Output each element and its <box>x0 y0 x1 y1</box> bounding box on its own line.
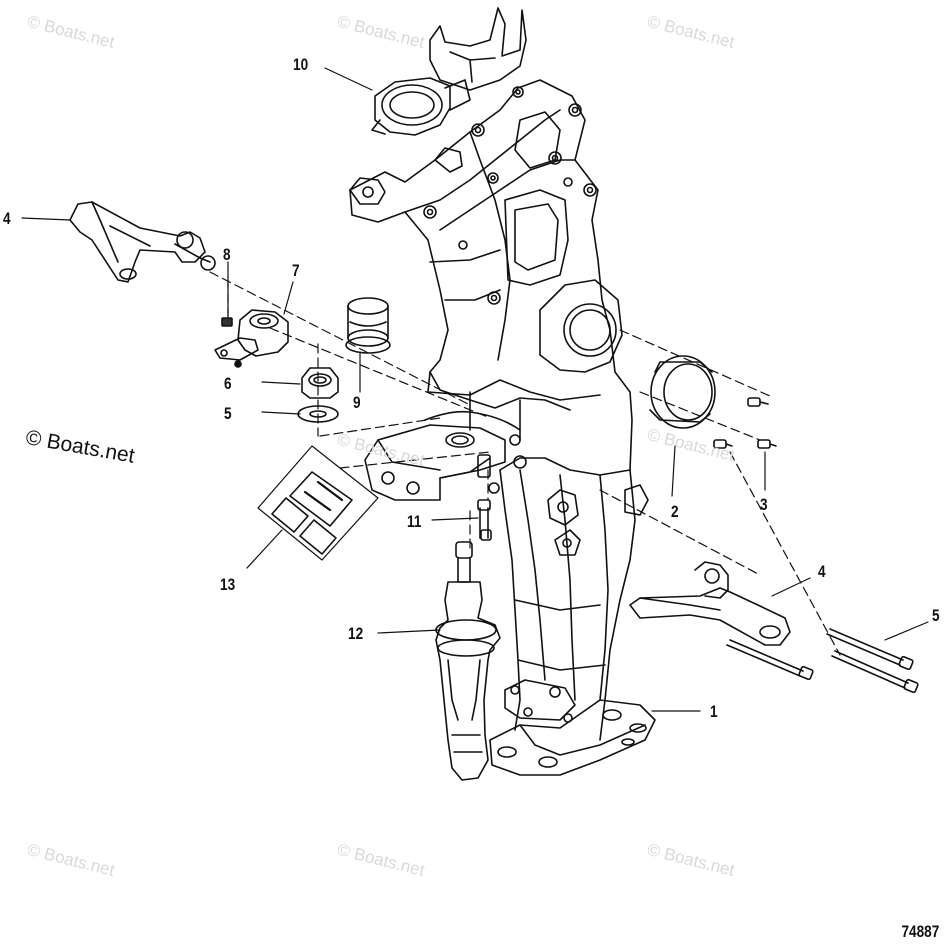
part-12-bolt <box>477 499 492 541</box>
part-4-right-steering-arm <box>629 561 791 646</box>
leader-lines <box>21 67 929 712</box>
main-bracket-housing <box>349 7 656 776</box>
callout-6: 5 <box>224 404 232 423</box>
callout-4-left: 4 <box>3 209 11 228</box>
figure-number: 74887 <box>901 922 939 941</box>
callout-10: 9 <box>353 393 361 412</box>
callout-2: 2 <box>671 502 679 521</box>
callout-3: 3 <box>760 495 768 514</box>
part-9-set-screw <box>221 317 233 327</box>
callout-8: 7 <box>292 261 300 280</box>
callout-1: 1 <box>710 702 718 721</box>
part-7-nut <box>301 367 339 399</box>
part-8-pivot <box>214 309 289 368</box>
part-3-screws <box>713 397 777 449</box>
callout-13: 12 <box>348 624 364 643</box>
callout-12: 11 <box>407 512 422 531</box>
part-11-cable-retainer <box>371 77 471 136</box>
part-5-bolts <box>726 628 919 694</box>
callout-5: 5 <box>932 606 940 625</box>
callout-11: 10 <box>293 55 309 74</box>
callout-7: 6 <box>224 374 232 393</box>
part-4-left-steering-arm <box>69 201 216 283</box>
callout-4-right: 4 <box>818 562 826 581</box>
callout-9: 8 <box>223 245 231 264</box>
part-10-rubber-mount <box>345 297 391 354</box>
part-14-decal <box>257 445 379 561</box>
callout-14: 13 <box>220 575 236 594</box>
part-2-tube-bushing <box>649 355 716 429</box>
